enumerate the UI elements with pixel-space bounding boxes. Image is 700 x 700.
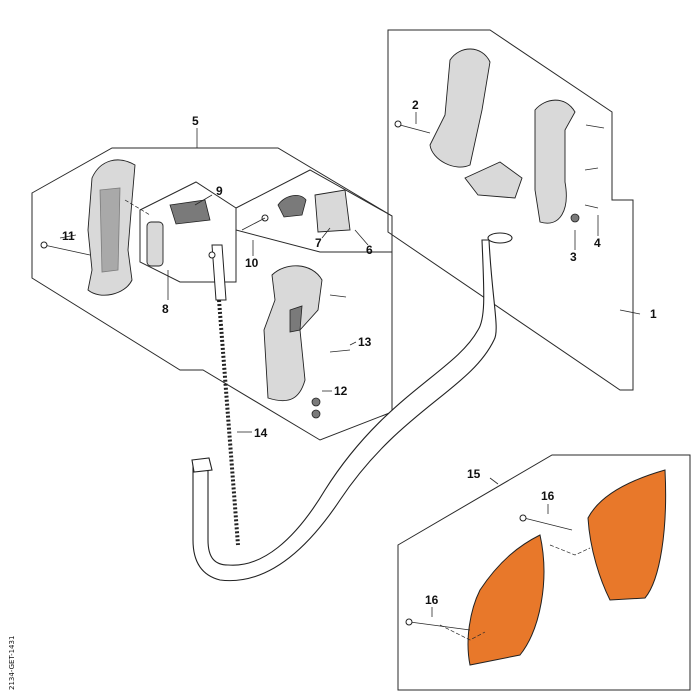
callout-5: 5 bbox=[192, 114, 199, 128]
drawing-code: 2134-GET-1431 bbox=[8, 636, 16, 690]
screw-2-head bbox=[394, 120, 402, 128]
screw-16-lower-head bbox=[405, 618, 413, 626]
leader-dash-8 bbox=[124, 199, 151, 216]
handle-base-plate bbox=[464, 161, 523, 199]
screw-13 bbox=[329, 349, 351, 353]
callout-10: 10 bbox=[245, 256, 259, 270]
control-handle bbox=[263, 265, 323, 402]
leader-11 bbox=[59, 234, 77, 239]
handle-grip-front bbox=[534, 99, 576, 224]
callout-3: 3 bbox=[570, 250, 577, 264]
throttle-cable-spiral bbox=[217, 299, 240, 546]
callout-4: 4 bbox=[594, 236, 601, 250]
tube-end-top bbox=[487, 232, 513, 244]
screw-11 bbox=[43, 244, 91, 256]
screw-1-b bbox=[584, 167, 599, 171]
switch-8 bbox=[146, 221, 164, 267]
leader-9 bbox=[194, 194, 213, 206]
callout-15: 15 bbox=[467, 467, 481, 481]
leader-6 bbox=[354, 229, 369, 246]
screw-2 bbox=[399, 124, 431, 134]
group-15-frame bbox=[397, 454, 691, 691]
leader-15 bbox=[489, 477, 499, 485]
callout-9: 9 bbox=[216, 184, 223, 198]
callout-7: 7 bbox=[315, 236, 322, 250]
callout-6: 6 bbox=[366, 243, 373, 257]
contact-spring-9 bbox=[169, 199, 211, 225]
callout-2: 2 bbox=[412, 98, 419, 112]
shield-left bbox=[467, 534, 545, 666]
screw-16-lower bbox=[409, 621, 471, 631]
screw-1-a bbox=[585, 124, 605, 129]
group-5-frame bbox=[31, 147, 393, 441]
callout-8: 8 bbox=[162, 302, 169, 316]
detent-6 bbox=[277, 195, 307, 218]
callout-16-lower: 16 bbox=[425, 593, 439, 607]
group-8-frame bbox=[139, 181, 237, 283]
callout-1: 1 bbox=[650, 307, 657, 321]
screw-handle-a bbox=[329, 294, 347, 298]
callout-12: 12 bbox=[334, 384, 348, 398]
pin-10 bbox=[241, 217, 266, 231]
tube-end-bottom bbox=[191, 457, 213, 473]
callout-16-upper: 16 bbox=[541, 489, 555, 503]
throttle-lever-7 bbox=[314, 189, 351, 233]
control-handle-trigger bbox=[289, 305, 303, 333]
screw-11-head bbox=[40, 241, 48, 249]
callout-13: 13 bbox=[358, 335, 372, 349]
screw-16-upper-head bbox=[519, 514, 527, 522]
leader-7 bbox=[321, 227, 331, 239]
leader-dash-16-upper bbox=[549, 544, 591, 556]
throttle-cable bbox=[211, 244, 227, 301]
screw-16-upper bbox=[523, 517, 573, 531]
loop-handle-tube bbox=[192, 239, 497, 582]
nut-3 bbox=[570, 213, 580, 223]
screw-4 bbox=[584, 204, 599, 209]
cable-nipple bbox=[208, 251, 216, 259]
handle-housing-rear bbox=[429, 48, 491, 168]
group-6-frame bbox=[235, 169, 393, 253]
callout-11: 11 bbox=[62, 229, 75, 243]
shield-right bbox=[587, 469, 667, 601]
leader-1 bbox=[619, 309, 641, 315]
group-1-frame bbox=[387, 29, 634, 391]
callout-14: 14 bbox=[254, 426, 268, 440]
nut-12 bbox=[311, 397, 321, 407]
leader-dash-16-lower bbox=[439, 624, 486, 641]
nut-12b bbox=[311, 409, 321, 419]
leader-13 bbox=[349, 341, 357, 346]
housing-half-left-rib bbox=[99, 187, 121, 273]
